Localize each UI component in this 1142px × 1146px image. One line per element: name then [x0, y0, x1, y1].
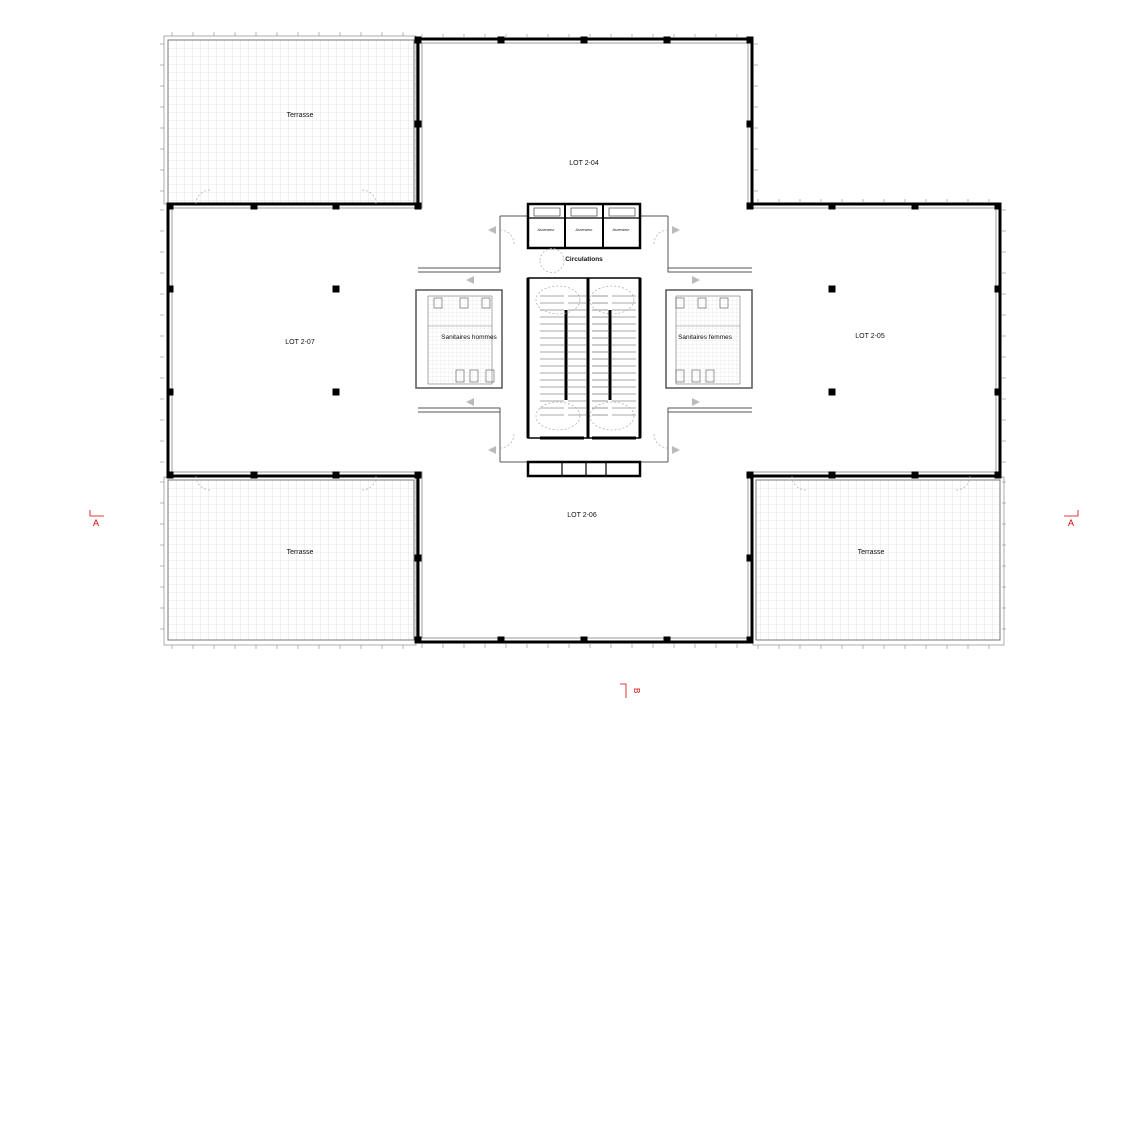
column — [166, 285, 174, 293]
column — [332, 285, 340, 293]
label-lot-2-07: LOT 2-07 — [285, 339, 315, 346]
label-ascenseur-1: Ascenseur — [537, 228, 556, 232]
column — [994, 202, 1002, 210]
label-terrasse-southwest: Terrasse — [287, 549, 314, 556]
section-marker-b-bottom: B — [620, 683, 641, 698]
column — [746, 36, 754, 44]
column — [166, 202, 174, 210]
column — [332, 388, 340, 396]
staircase-block — [526, 277, 642, 440]
column — [911, 471, 919, 479]
column — [497, 636, 505, 644]
section-label-a-right: A — [1068, 518, 1074, 528]
column — [746, 554, 754, 562]
column — [746, 636, 754, 644]
column — [166, 471, 174, 479]
restroom-women — [665, 289, 753, 389]
column — [580, 636, 588, 644]
label-terrasse-northwest: Terrasse — [287, 112, 314, 119]
label-sanitaires-femmes: Sanitaires femmes — [678, 334, 733, 341]
column — [580, 36, 588, 44]
column — [414, 202, 422, 210]
column — [414, 36, 422, 44]
column — [746, 202, 754, 210]
label-sanitaires-hommes: Sanitaires hommes — [441, 334, 497, 341]
structural-columns — [166, 36, 1002, 644]
column — [663, 36, 671, 44]
label-ascenseur-2: Ascenseur — [575, 228, 594, 232]
column — [746, 120, 754, 128]
column — [828, 285, 836, 293]
column — [828, 202, 836, 210]
restroom-men — [415, 289, 503, 389]
label-lot-2-06: LOT 2-06 — [567, 512, 597, 519]
column — [414, 471, 422, 479]
terrace-southeast — [752, 476, 1005, 646]
column — [828, 388, 836, 396]
column — [166, 388, 174, 396]
terrace-southwest — [163, 476, 417, 646]
label-ascenseur-3: Ascenseur — [612, 228, 631, 232]
column — [414, 554, 422, 562]
direction-arrows — [466, 226, 700, 454]
section-marker-a-right: A — [1064, 510, 1079, 528]
column — [414, 636, 422, 644]
column — [828, 471, 836, 479]
terrace-northwest — [163, 35, 417, 205]
column — [414, 120, 422, 128]
core-partitions — [418, 215, 752, 463]
section-marker-a-left: A — [89, 510, 104, 528]
column — [994, 285, 1002, 293]
column — [994, 388, 1002, 396]
service-shaft-south — [526, 460, 642, 478]
column — [332, 202, 340, 210]
column — [497, 36, 505, 44]
section-label-a-left: A — [93, 518, 99, 528]
label-lot-2-05: LOT 2-05 — [855, 333, 885, 340]
facade-grid-ticks — [160, 32, 1006, 649]
label-circulations: Circulations — [565, 256, 603, 263]
column — [994, 471, 1002, 479]
column — [663, 636, 671, 644]
section-label-b-bottom: B — [632, 688, 641, 693]
column — [250, 202, 258, 210]
column — [746, 471, 754, 479]
label-terrasse-southeast: Terrasse — [858, 549, 885, 556]
door-swings — [195, 189, 971, 491]
elevator-block — [526, 202, 642, 250]
column — [911, 202, 919, 210]
label-lot-2-04: LOT 2-04 — [569, 160, 599, 167]
column — [332, 471, 340, 479]
column — [250, 471, 258, 479]
